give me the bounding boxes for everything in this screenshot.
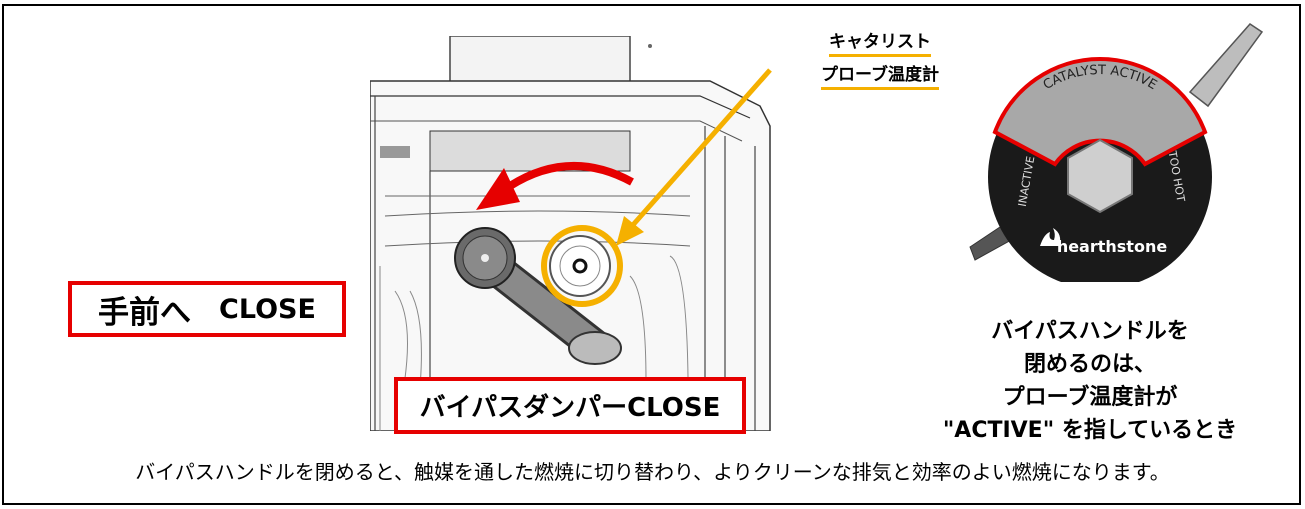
footer-description: バイパスハンドルを閉めると、触媒を通した燃焼に切り替わり、よりクリーンな排気と効… — [135, 460, 1170, 484]
close-direction-en: CLOSE — [219, 293, 316, 325]
catalyst-dial-illustration: CATALYST ACTIVE INACTIVE TOO HOT hearths… — [969, 23, 1264, 282]
note-line2: 閉めるのは、 — [1023, 352, 1156, 377]
instruction-note: バイパスハンドルを 閉めるのは、 プローブ温度計が "ACTIVE" を指してい… — [910, 315, 1270, 447]
bypass-damper-label: バイパスダンパーCLOSE — [394, 377, 746, 434]
note-line3: プローブ温度計が — [1002, 385, 1178, 410]
flame-icon — [1040, 228, 1061, 246]
note-line4: "ACTIVE" を指しているとき — [942, 418, 1238, 443]
close-direction-jp: 手前へ — [98, 294, 192, 331]
close-direction-label: 手前へ CLOSE — [68, 281, 346, 337]
dial-brand-text: hearthstone — [1057, 237, 1168, 256]
stove-illustration — [370, 36, 772, 431]
probe-label-line2: プローブ温度計 — [821, 63, 939, 90]
probe-label-line1: キャタリスト — [829, 30, 931, 57]
probe-thermometer-label: キャタリスト プローブ温度計 — [800, 26, 960, 92]
content-frame — [2, 4, 1301, 505]
note-line1: バイパスハンドルを — [991, 319, 1189, 344]
